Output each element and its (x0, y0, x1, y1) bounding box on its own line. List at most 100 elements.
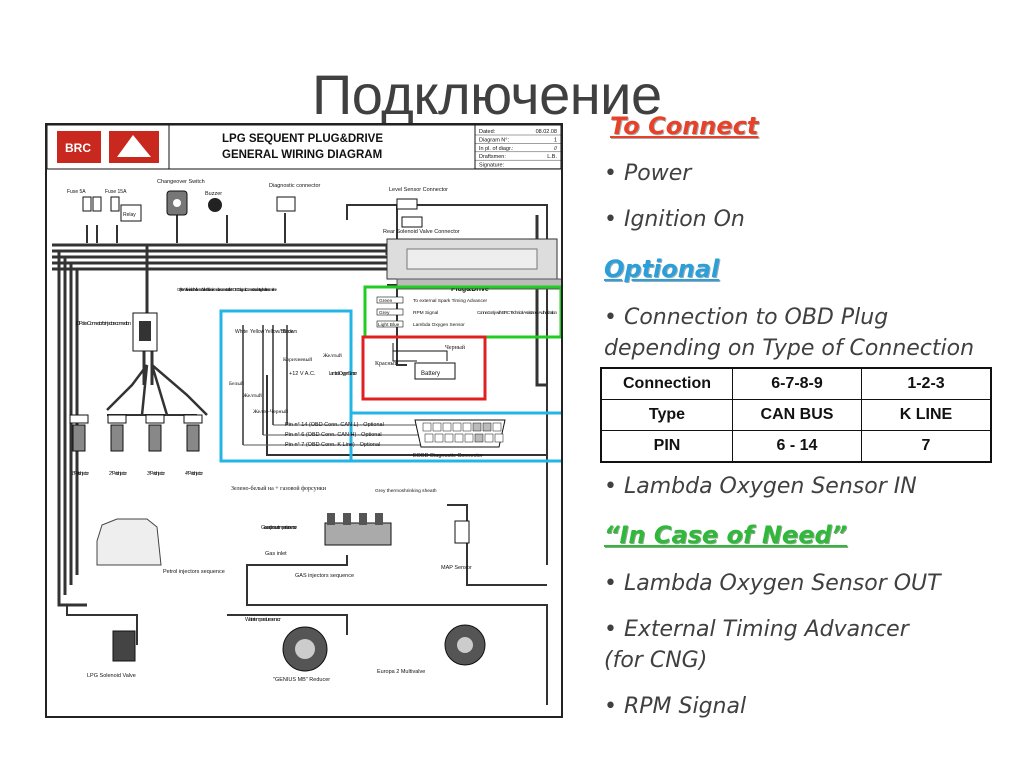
svg-text:EOBD Diagnostic Connector: EOBD Diagnostic Connector (413, 453, 483, 459)
pin6-label: Pin n° 6 (OBD Conn. CAN H) - Optional (285, 432, 382, 438)
eobd-pin (462, 422, 472, 432)
info-label: Signature: (479, 163, 505, 169)
svg-text:Коричневый: Коричневый (283, 356, 312, 363)
fuses: Fuse 5A Fuse 15A Relay (67, 189, 142, 222)
eobd-pin (464, 433, 474, 443)
svg-text:+12 V A.C.: +12 V A.C. (289, 371, 316, 377)
eobd-pin (494, 433, 504, 443)
svg-text:Yellow/Black: Yellow/Black (265, 329, 293, 335)
diagram-title-1: LPG SEQUENT PLUG&DRIVE (222, 133, 383, 145)
svg-text:Plug&Drive: Plug&Drive (451, 286, 489, 293)
harness (52, 204, 548, 705)
red-highlight: Battery Черный Красный (361, 335, 487, 401)
svg-text:LPG Solenoid Valve: LPG Solenoid Valve (87, 673, 136, 679)
svg-text:Europa 2 Multivalve: Europa 2 Multivalve (377, 669, 425, 675)
svg-text:1° Petr. Injector: 1° Petr. Injector (71, 471, 89, 477)
table-cell: 6-7-8-9 (732, 367, 862, 400)
injector-group (69, 414, 203, 452)
buzzer: Buzzer (205, 191, 222, 212)
bullet-power: • Power (604, 161, 692, 186)
eobd-pin (482, 422, 492, 432)
fuse-15a-label: Fuse 15A (105, 189, 127, 195)
eobd-pins (422, 422, 504, 443)
svg-text:3° Petr. Injector: 3° Petr. Injector (147, 471, 165, 477)
diagram-title-2: GENERAL WIRING DIAGRAM (222, 149, 382, 161)
ecu: Plug&Drive (386, 238, 561, 293)
petrol-injector (110, 424, 124, 452)
table-cell: K LINE (861, 399, 992, 431)
svg-text:Красный: Красный (375, 360, 399, 367)
svg-text:Yellow: Yellow (250, 329, 265, 335)
info-value: L.B. (547, 154, 557, 160)
svg-text:Green: Green (379, 298, 393, 304)
brc-logo (57, 131, 101, 163)
svg-text:2° Petr. Injector: 2° Petr. Injector (109, 471, 127, 477)
heading-to-connect: To Connect (610, 112, 759, 140)
bullet-obd-2: depending on Type of Connection (604, 336, 975, 361)
svg-text:Grey thermoshrinking sheath: Grey thermoshrinking sheath (375, 488, 437, 494)
svg-text:Level Sensor Connector: Level Sensor Connector (389, 187, 448, 193)
car-outline: Petrol injectors sequence (96, 518, 225, 575)
brc-logo-text: BRC (65, 141, 91, 155)
table-cell: PIN (600, 430, 733, 463)
heading-in-case: “In Case of Need” (604, 521, 848, 549)
table-cell: CAN BUS (732, 399, 862, 431)
table-cell: 7 (861, 430, 992, 463)
svg-text:Белый: Белый (229, 380, 244, 387)
diagnostic-connector: Diagnostic connector (269, 183, 321, 212)
svg-text:GAS injectors sequence: GAS injectors sequence (295, 573, 354, 579)
petrol-injector (148, 424, 162, 452)
pin14-label: Pin n° 14 (OBD Conn. CAN L) - Optional (285, 422, 384, 428)
svg-text:Gas and pressure temperature s: Gas and pressure temperature sensor (261, 525, 297, 531)
svg-text:Lambda Oxygen Sensor: Lambda Oxygen Sensor (413, 322, 465, 328)
poles-connector: 10 Poles Connector for injectors connect… (75, 312, 158, 352)
table-cell: 1-2-3 (861, 367, 992, 400)
injector-plug (69, 414, 89, 424)
info-label: In pl. of diagr.: (479, 146, 514, 152)
svg-text:Желтый: Желтый (243, 392, 262, 399)
svg-text:Gas inlet: Gas inlet (265, 551, 287, 557)
bullet-ignition: • Ignition On (604, 207, 745, 232)
eobd-pin (442, 422, 452, 432)
battery-label: Battery (421, 371, 440, 377)
svg-text:White: White (235, 329, 248, 335)
bullet-rpm: • RPM Signal (604, 694, 747, 719)
heading-optional: Optional (604, 255, 720, 283)
bullet-timing-2: (for CNG) (604, 648, 708, 673)
svg-text:Diagnostic connector: Diagnostic connector (269, 183, 321, 189)
svg-text:Черный: Черный (445, 344, 466, 351)
map-sensor: MAP Sensor (441, 520, 472, 571)
svg-text:To external Spark Timing Advan: To external Spark Timing Advancer (413, 298, 488, 304)
injector-plug (145, 414, 165, 424)
eobd-pin (474, 433, 484, 443)
svg-text:Petrol injectors sequence: Petrol injectors sequence (163, 569, 225, 575)
ru-gas-inj-note: Зелено-белый на + газовой форсунки (231, 485, 327, 492)
svg-text:Buzzer: Buzzer (205, 191, 222, 197)
svg-text:Rear Solenoid Valve Connector: Rear Solenoid Valve Connector (383, 229, 460, 235)
bullet-lambda-out: • Lambda Oxygen Sensor OUT (604, 571, 941, 596)
eobd-connector: EOBD Diagnostic Connector (413, 419, 506, 459)
eobd-pin (422, 422, 432, 432)
pin7-label: Pin n° 7 (OBD Conn. K Line) - Optional (285, 442, 380, 448)
table-cell: Connection (600, 367, 733, 400)
eobd-pin (424, 433, 434, 443)
eobd-pin (432, 422, 442, 432)
injector-plug (107, 414, 127, 424)
eobd-pin (472, 422, 482, 432)
petrol-injector (186, 424, 200, 452)
svg-text:10 Poles Connector for injecto: 10 Poles Connector for injectors connect… (75, 321, 131, 327)
svg-text:Lambda Oxygen Sensor: Lambda Oxygen Sensor (329, 371, 357, 377)
info-value: 1 (554, 137, 557, 143)
svg-text:Grey: Grey (379, 310, 390, 316)
europa-multivalve: Europa 2 Multivalve (377, 624, 486, 675)
petrol-injectors: 1° Petr. Injector 2° Petr. Injector 3° P… (69, 414, 203, 477)
eobd-pin (452, 422, 462, 432)
svg-text:RPM Signal: RPM Signal (413, 310, 438, 316)
level-sensor-connector: Level Sensor Connector Rear Solenoid Val… (383, 187, 460, 235)
genius-reducer: Water temperature sensor "GENIUS MB" Red… (245, 617, 330, 683)
